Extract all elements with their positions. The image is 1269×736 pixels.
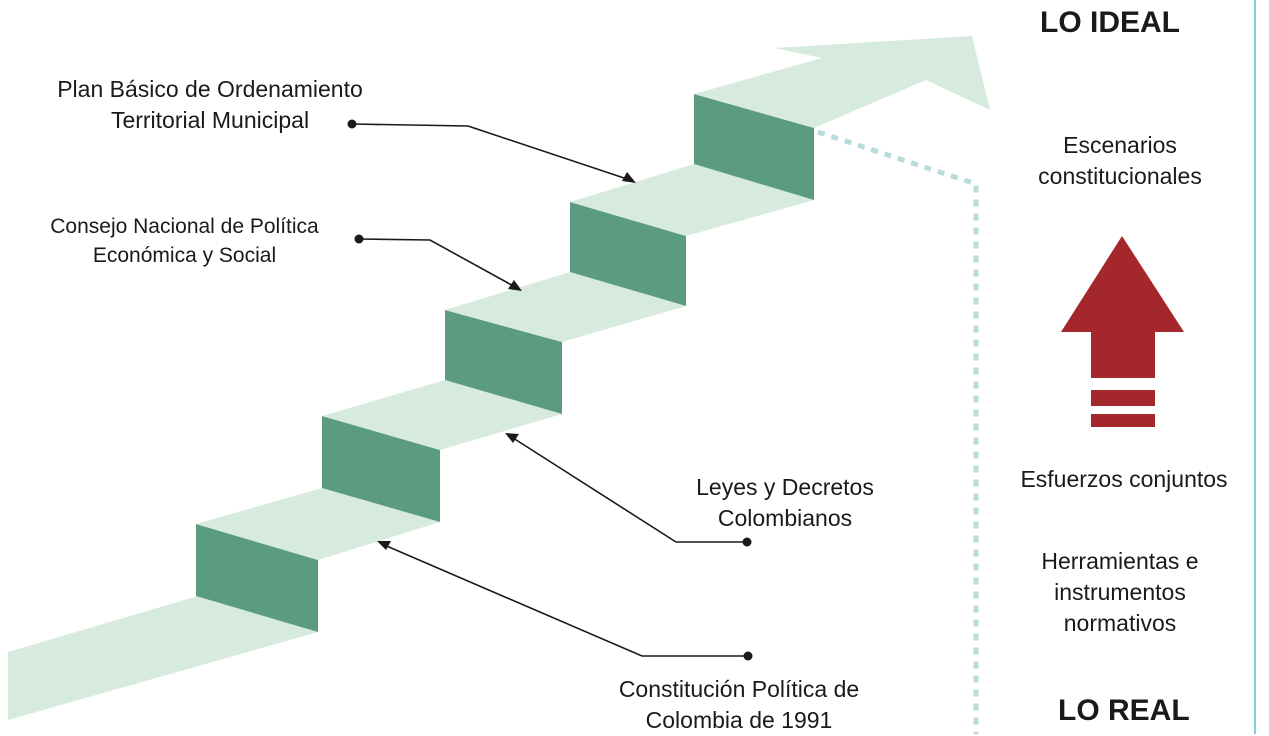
connector-leyes (509, 435, 747, 543)
dot-plan (347, 119, 357, 129)
heading-lo-real: LO REAL (1058, 694, 1190, 727)
step-riser-4 (570, 202, 686, 306)
step-tread-3 (445, 272, 686, 342)
step-tread-2 (322, 380, 562, 450)
step-riser-2 (322, 416, 440, 522)
up-arrow-bar-1 (1091, 390, 1155, 406)
up-arrow-bar-2 (1091, 414, 1155, 427)
label-esfuerzos: Esfuerzos conjuntos (1020, 466, 1228, 492)
dot-leyes (742, 537, 752, 547)
label-herramientas: Herramientas e instrumentos normativos (1041, 548, 1199, 636)
arrowhead-plan (622, 172, 636, 183)
step-riser-3 (445, 310, 562, 414)
up-arrow-icon (1061, 236, 1184, 427)
dot-consejo (354, 234, 364, 244)
label-escenarios: Escenarios constitucionales (1038, 132, 1202, 189)
top-arrow (694, 36, 990, 128)
right-edge-line (1254, 0, 1256, 734)
label-plan-basico: Plan Básico de Ordenamiento Territorial … (57, 76, 363, 133)
connector-arrowheads (377, 172, 636, 550)
dot-constitucion (743, 651, 753, 661)
connector-plan (351, 123, 631, 181)
up-arrow-head (1061, 236, 1184, 378)
label-leyes-decretos: Leyes y Decretos Colombianos (696, 474, 874, 531)
step-tread-4 (570, 164, 814, 236)
step-tread-1 (196, 488, 440, 560)
connectors (351, 123, 748, 657)
step-tread-ramp (8, 596, 318, 720)
arrowhead-constitucion (377, 541, 391, 550)
dotted-guide-line (817, 129, 979, 734)
connector-consejo (358, 238, 518, 289)
label-consejo-nacional: Consejo Nacional de Política Económica y… (50, 215, 319, 267)
connector-constitucion (381, 543, 748, 657)
heading-lo-ideal: LO IDEAL (1040, 6, 1180, 39)
staircase (8, 36, 990, 720)
arrowhead-leyes (505, 433, 519, 443)
arrowhead-consejo (508, 280, 522, 291)
connector-dots (347, 119, 753, 661)
label-constitucion: Constitución Política de Colombia de 199… (618, 676, 860, 733)
step-riser-5 (694, 94, 814, 200)
